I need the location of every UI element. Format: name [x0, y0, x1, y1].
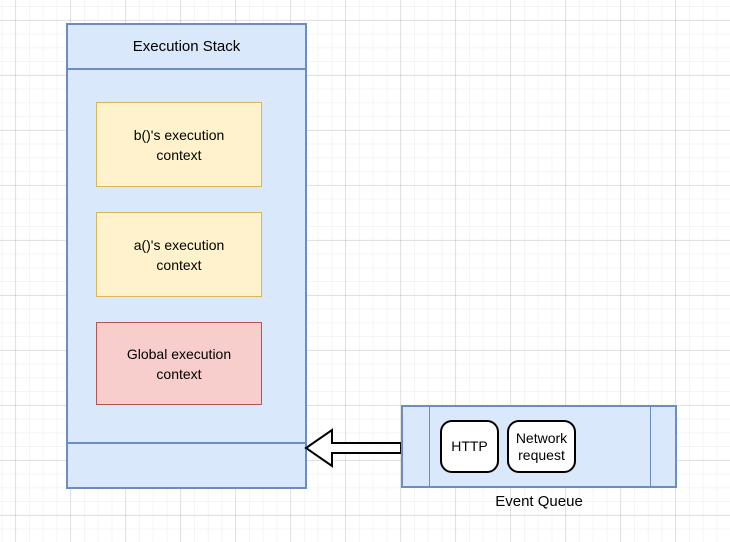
execution-stack-box: Execution Stack b()'s execution context … — [66, 23, 307, 489]
queue-item-http: HTTP — [440, 420, 499, 473]
dequeue-arrow-icon — [304, 428, 402, 468]
queue-divider-left — [429, 407, 430, 486]
stack-frame-b: b()'s execution context — [96, 102, 262, 187]
event-queue-box: HTTP Network request — [401, 405, 677, 488]
stack-frame-global: Global execution context — [96, 322, 262, 405]
stack-bottom-divider — [68, 442, 305, 444]
event-queue-label: Event Queue — [495, 493, 583, 510]
stack-frame-a: a()'s execution context — [96, 212, 262, 297]
queue-item-network-request: Network request — [507, 420, 576, 473]
queue-divider-right — [650, 407, 651, 486]
execution-stack-title: Execution Stack — [68, 25, 305, 70]
